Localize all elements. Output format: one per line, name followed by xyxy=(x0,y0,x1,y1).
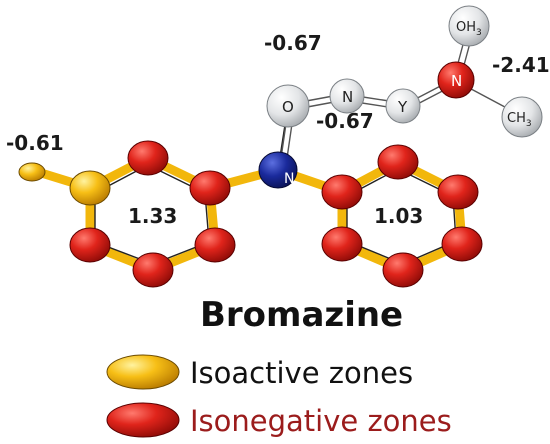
isoactive-atom xyxy=(69,170,111,206)
legend-isonegative-swatch xyxy=(106,402,180,438)
left-ring-atoms xyxy=(18,140,236,288)
chain-oxygen-atom xyxy=(266,84,310,128)
left-ring-value: 1.33 xyxy=(128,204,177,228)
isonegative-atom xyxy=(441,226,483,262)
chain-nitrogen-atom xyxy=(329,78,365,114)
legend-isonegative-label: Isonegative zones xyxy=(190,404,452,438)
terminal-nitrogen-label: N xyxy=(451,72,462,90)
isonegative-atom xyxy=(194,227,236,263)
isonegative-atom xyxy=(189,170,231,206)
ring-nitrogen-atom xyxy=(258,151,298,189)
legend: Isoactive zones Isonegative zones xyxy=(106,354,452,438)
value-right: -2.41 xyxy=(492,53,550,77)
chain-y-label: Y xyxy=(397,98,408,116)
molecule-title: Bromazine xyxy=(200,295,403,335)
methyl-top-atom xyxy=(448,5,490,47)
isonegative-atom xyxy=(437,174,479,210)
isonegative-atom xyxy=(127,140,169,176)
isonegative-atom xyxy=(377,144,419,180)
isonegative-atom xyxy=(321,174,363,210)
value-top-left: -0.67 xyxy=(264,31,322,55)
value-left: -0.61 xyxy=(6,131,64,155)
isoactive-substituent xyxy=(18,162,46,182)
methyl-top-label: OH3 xyxy=(456,20,482,38)
right-ring-value: 1.03 xyxy=(374,204,423,228)
methyl-right-atom xyxy=(501,96,543,138)
value-chain-middle: -0.67 xyxy=(316,109,374,133)
chain-y-atom xyxy=(385,88,421,124)
isonegative-atom xyxy=(69,227,111,263)
isonegative-atom xyxy=(321,226,363,262)
legend-isoactive-swatch xyxy=(106,354,180,390)
isonegative-atom xyxy=(382,252,424,288)
chain-atoms xyxy=(266,5,543,138)
ring-nitrogen-label: N xyxy=(284,171,294,187)
isonegative-atom xyxy=(132,252,174,288)
terminal-nitrogen-atom xyxy=(437,61,475,99)
methyl-right-label: CH3 xyxy=(507,111,532,129)
chain-oxygen-label: O xyxy=(282,98,294,116)
chain-nitrogen-label: N xyxy=(342,88,353,106)
legend-isoactive-label: Isoactive zones xyxy=(190,356,413,390)
right-ring-atoms xyxy=(321,144,483,288)
